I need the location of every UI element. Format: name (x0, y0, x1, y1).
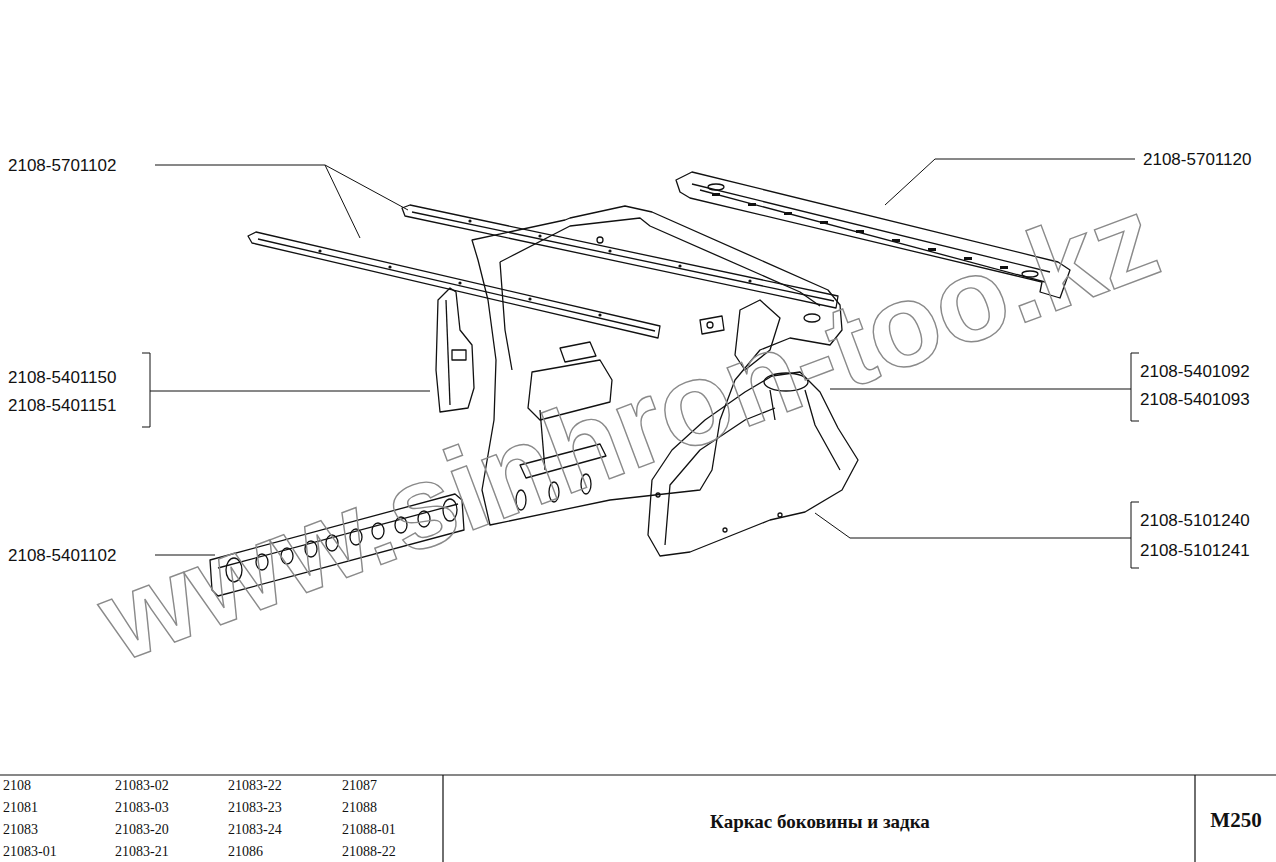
model-code: 21081 (3, 801, 38, 815)
pillar-reinforcement (436, 288, 474, 412)
model-code: 21086 (228, 845, 263, 859)
model-code: 21083-21 (115, 845, 169, 859)
part-number: 2108-5401093 (1140, 391, 1250, 408)
part-number: 2108-5701102 (8, 157, 116, 174)
part-number: 2108-5401151 (8, 397, 116, 414)
model-code: 21083-23 (228, 801, 282, 815)
model-code: 21083-01 (3, 845, 57, 859)
model-code: 21087 (342, 779, 377, 793)
model-code: 21083 (3, 823, 38, 837)
part-number: 2108-5401092 (1140, 363, 1250, 380)
model-code: 2108 (3, 779, 31, 793)
part-number: 2108-5101241 (1140, 542, 1250, 559)
model-code: 21083-02 (115, 779, 169, 793)
model-code: 21083-22 (228, 779, 282, 793)
part-number: 2108-5701120 (1143, 151, 1251, 168)
model-code: 21083-20 (115, 823, 169, 837)
title-block (0, 775, 1276, 862)
model-code: 21088-22 (342, 845, 396, 859)
model-code: 21083-24 (228, 823, 282, 837)
title-text: Каркас боковины и задка (710, 812, 930, 831)
part-number: 2108-5101240 (1140, 512, 1250, 529)
model-code: 21088-01 (342, 823, 396, 837)
sheet-code: M250 (1210, 810, 1261, 831)
part-number: 2108-5401102 (8, 547, 116, 564)
part-number: 2108-5401150 (8, 369, 116, 386)
model-code: 21088 (342, 801, 377, 815)
model-code: 21083-03 (115, 801, 169, 815)
